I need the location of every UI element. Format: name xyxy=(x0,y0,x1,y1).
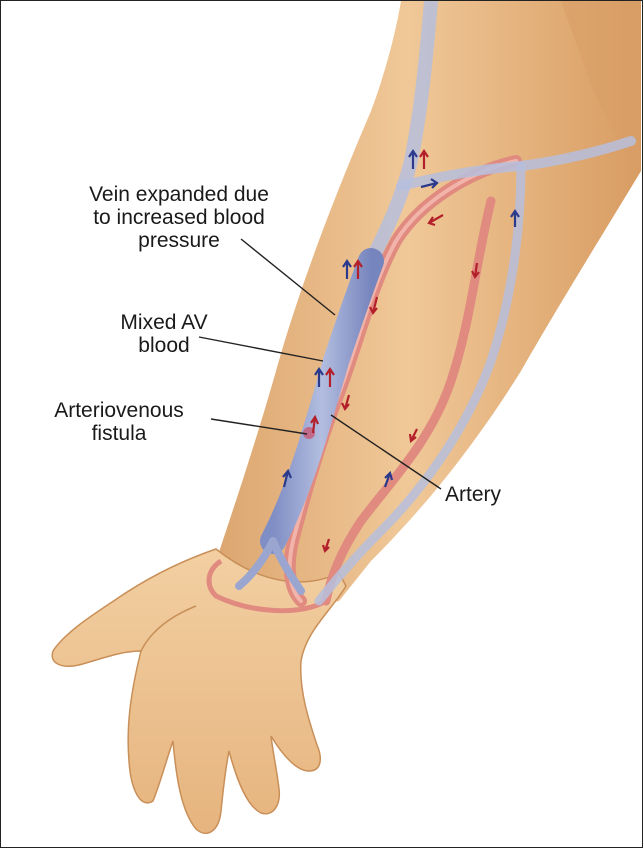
label-mixed-av-blood: Mixed AV blood xyxy=(96,311,232,357)
label-arteriovenous-fistula: Arteriovenous fistula xyxy=(21,399,217,445)
label-artery: Artery xyxy=(445,483,535,506)
label-vein-expanded: Vein expanded due to increased blood pre… xyxy=(41,183,317,252)
